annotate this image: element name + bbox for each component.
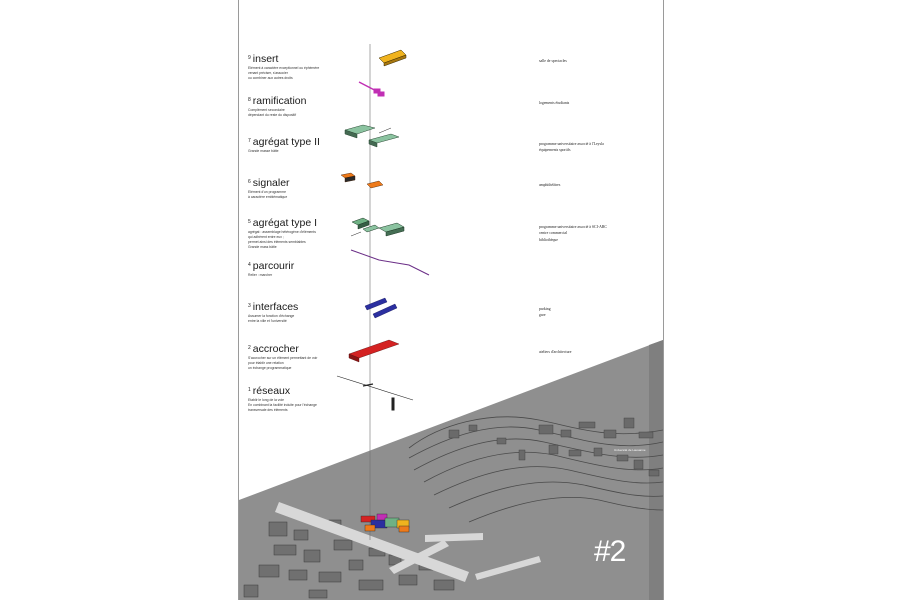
accrocher-volume bbox=[348, 339, 400, 363]
layer-description: Grande masse bâtie bbox=[248, 149, 279, 154]
layer-description: permet ainsi des éléments semblables bbox=[248, 239, 306, 244]
program-insert: salle de spectacles bbox=[539, 58, 567, 64]
layer-title: agrégat type I bbox=[252, 217, 317, 230]
layer-number: 3 bbox=[248, 303, 251, 309]
insert-volume bbox=[378, 49, 407, 67]
layer-description: venant préciser, s'associer bbox=[248, 71, 288, 76]
layer-description: Etablir le long de la voie bbox=[248, 398, 285, 403]
program-accrocher: ateliers d'architecture bbox=[539, 349, 571, 355]
layer-description: un échange programmatique bbox=[248, 365, 292, 370]
sheet-number: #2 bbox=[594, 535, 626, 568]
layer-title: parcourir bbox=[252, 260, 295, 273]
layer-number: 6 bbox=[248, 179, 251, 185]
signaler-volume bbox=[340, 172, 384, 189]
program-label: gare bbox=[539, 313, 546, 318]
layer-description: Elément d'un programme bbox=[248, 190, 286, 195]
program-label: programme universitaire associé à l'Leys… bbox=[539, 142, 604, 146]
layer-number: 9 bbox=[248, 55, 251, 61]
layer-title: réseaux bbox=[252, 385, 291, 398]
program-label: bibliothèque bbox=[539, 237, 558, 242]
layer-title: agrégat type II bbox=[252, 136, 320, 149]
layer-description: Assumer la fonction d'échange bbox=[248, 314, 295, 319]
layer-description: En combinant la facilité induite pour l'… bbox=[248, 403, 317, 408]
base-stack bbox=[360, 513, 410, 533]
layer-description: dépendant du reste du dispositif bbox=[248, 113, 297, 118]
program-agregat-type1: programme universitaire associé à SCI-AR… bbox=[539, 224, 607, 243]
program-interfaces: parking gare bbox=[539, 306, 551, 319]
layer-description: qui adhèrent entre eux ; bbox=[248, 235, 284, 240]
layer-description: agrégat : assemblage hétérogène d'élémen… bbox=[248, 230, 316, 235]
layer-title: signaler bbox=[252, 177, 290, 190]
layer-number: 7 bbox=[248, 138, 251, 144]
program-signaler: amphithéâtres bbox=[539, 182, 560, 188]
layer-title: accrocher bbox=[252, 343, 299, 356]
axonometric-diagram bbox=[239, 44, 663, 600]
layer-description: S'accrocher sur un élément permettant de… bbox=[248, 356, 318, 361]
layer-title: insert bbox=[252, 53, 279, 66]
map-place-label: Université de Lausanne bbox=[614, 448, 646, 452]
layer-number: 8 bbox=[248, 97, 251, 103]
program-label: équipements sportifs bbox=[539, 148, 571, 153]
layer-number: 2 bbox=[248, 345, 251, 351]
program-label: programme universitaire associé à SCI-AR… bbox=[539, 225, 607, 229]
layer-description: pour établir une relation bbox=[248, 361, 284, 366]
program-label: logements étudiants bbox=[539, 101, 570, 105]
road-network bbox=[275, 502, 541, 582]
program-agregat-type2: programme universitaire associé à l'Leys… bbox=[539, 141, 604, 154]
layer-number: 1 bbox=[248, 387, 251, 393]
layer-title: ramification bbox=[252, 95, 307, 108]
layer-description: transversale des éléments bbox=[248, 407, 288, 412]
layer-number: 5 bbox=[248, 219, 251, 225]
layer-description: Complément secondaire bbox=[248, 108, 285, 113]
hill-buildings bbox=[448, 417, 660, 477]
interfaces-volume bbox=[364, 297, 398, 319]
program-label: parking bbox=[539, 307, 551, 311]
parcourir-path bbox=[350, 249, 430, 276]
layer-description: ou combiner aux autres droits bbox=[248, 75, 293, 80]
agregat-type1-volume bbox=[350, 217, 405, 237]
reseaux-lines bbox=[336, 375, 414, 411]
program-label: amphithéâtres bbox=[539, 183, 561, 187]
program-ramification: logements étudiants bbox=[539, 100, 569, 106]
agregat-type2-volume bbox=[344, 124, 400, 148]
layer-title: interfaces bbox=[252, 301, 299, 314]
program-label: centre commercial bbox=[539, 231, 568, 236]
layer-description: à caractère emblématique bbox=[248, 195, 288, 200]
layer-number: 4 bbox=[248, 262, 251, 268]
ramification-volume bbox=[358, 81, 385, 97]
layer-description: Relier : marcher bbox=[248, 273, 273, 278]
layer-description: Grande mass bâtie bbox=[248, 244, 277, 249]
program-label: salle de spectacles bbox=[539, 59, 567, 63]
program-label: ateliers d'architecture bbox=[539, 350, 572, 354]
layer-description: Elément à caractère exceptionnel ou éphé… bbox=[248, 66, 320, 71]
layer-description: entre la ville et l'université bbox=[248, 319, 287, 324]
